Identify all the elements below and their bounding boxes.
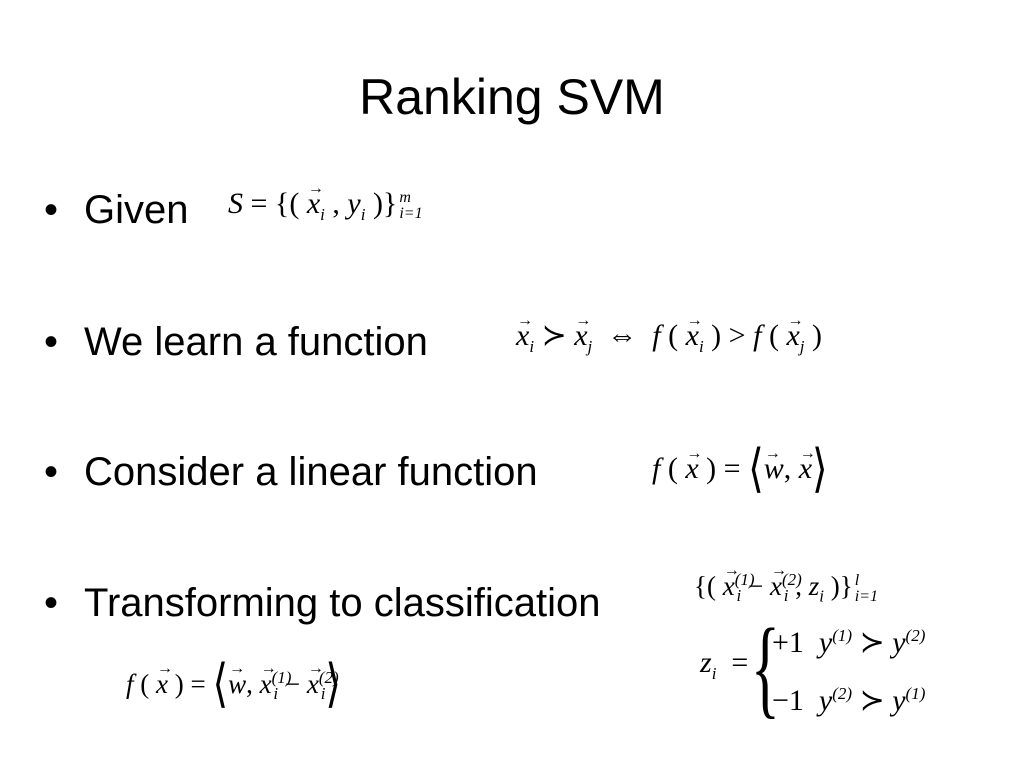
formula-training-set: S = {( xi , yi )}mi=1 (228, 169, 423, 235)
formula-linear-function: f ( x ) = ⟨w, x⟩ (652, 434, 828, 494)
bullet-dot: • (44, 450, 59, 494)
formula-difference-function: f ( x ) = ⟨w, x(1)i − x(2)i⟩ (126, 649, 341, 714)
bullet-learn-function: • We learn a function (44, 317, 428, 367)
bullet-text: Consider a linear function (84, 450, 538, 494)
slide-title: Ranking SVM (359, 69, 665, 125)
formula-preference-relation: xi ≻ xj ⇔ f ( xi ) > f ( xj ) (516, 301, 822, 367)
bullet-linear-function: • Consider a linear function (44, 447, 538, 497)
formula-zi-negative: −1 y(2) ≻ y(1) (772, 684, 926, 717)
formula-pairwise-set: {( x(1)i − x(2)i , zi )}li=1 (694, 551, 878, 616)
bullet-text: We learn a function (84, 320, 428, 364)
bullet-transform-classification: • Transforming to classification (44, 578, 600, 628)
bullet-dot: • (44, 320, 59, 364)
bullet-text: Given (84, 188, 189, 232)
bullet-given: • Given (44, 185, 189, 235)
bullet-dot: • (44, 581, 59, 625)
formula-zi-label: zi = (700, 646, 749, 683)
brace-icon: { (750, 606, 780, 728)
bullet-dot: • (44, 188, 59, 232)
formula-zi-positive: +1 y(1) ≻ y(2) (772, 626, 926, 659)
bullet-text: Transforming to classification (84, 581, 601, 625)
